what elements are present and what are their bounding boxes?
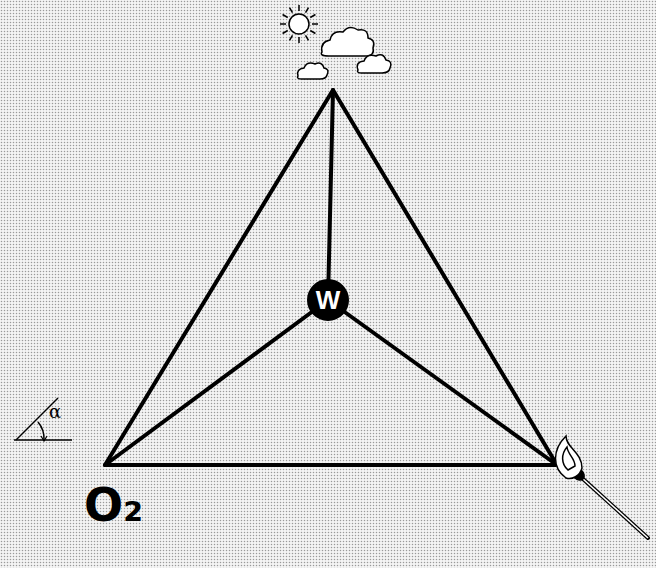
node-letter: W bbox=[316, 287, 341, 313]
sun-symbol bbox=[280, 5, 318, 43]
angle-symbol bbox=[14, 398, 72, 441]
angle-label: α bbox=[49, 403, 61, 421]
tetrahedron bbox=[105, 90, 557, 465]
match-symbol bbox=[556, 436, 649, 538]
center-circle: W bbox=[307, 279, 349, 321]
cloud-symbol bbox=[298, 27, 391, 79]
oxygen-label: O₂ bbox=[84, 482, 143, 528]
